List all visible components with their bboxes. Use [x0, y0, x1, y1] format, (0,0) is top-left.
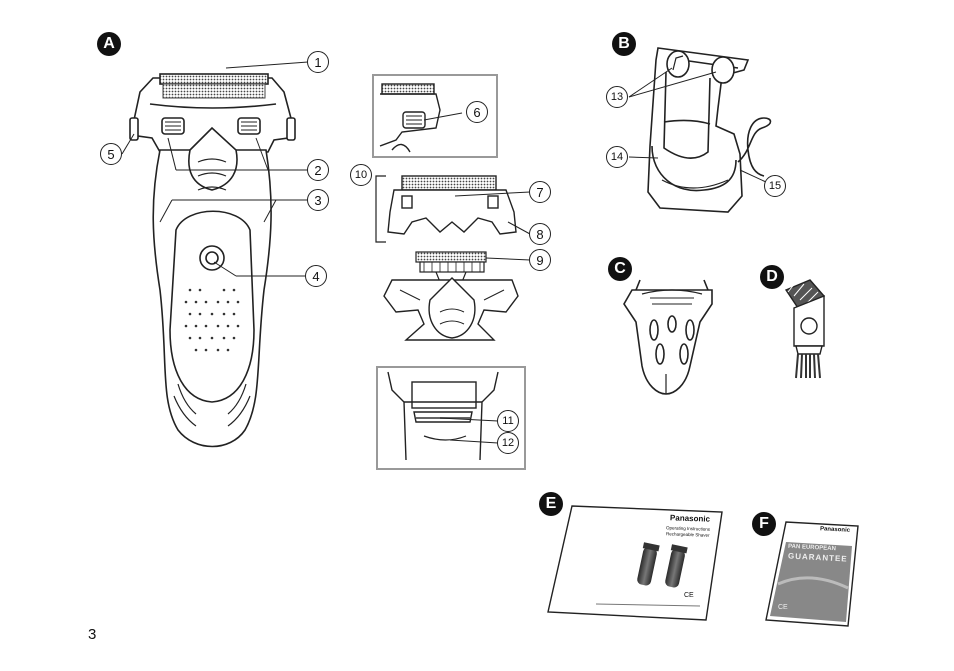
- callout-10: 10: [350, 164, 372, 186]
- callout-6: 6: [466, 101, 488, 123]
- grip-dots: [184, 288, 240, 352]
- shaver-body-top: [383, 277, 519, 341]
- inset-frame-back: [376, 366, 526, 470]
- section-b-badge: B: [612, 32, 636, 56]
- section-c-badge: C: [608, 257, 632, 281]
- guarantee-booklet: [765, 521, 859, 627]
- section-f-badge: F: [752, 512, 776, 536]
- bracket-10: [375, 175, 386, 243]
- callout-15: 15: [764, 175, 786, 197]
- manual-brand: Panasonic: [669, 513, 711, 524]
- outer-foil-frame: [387, 175, 531, 235]
- leader-lines-a: [121, 61, 309, 277]
- callout-13: 13: [606, 86, 628, 108]
- manual-ce-mark: CE: [684, 592, 694, 599]
- callout-5: 5: [100, 143, 122, 165]
- back-detail-drawing: [387, 371, 499, 461]
- section-d-badge: D: [760, 265, 784, 289]
- callout-1: 1: [307, 51, 329, 73]
- manual-booklet: [547, 505, 723, 621]
- head-detail-drawing: [379, 83, 463, 153]
- page-number: 3: [88, 626, 97, 643]
- protective-cap: [623, 279, 713, 395]
- callout-7: 7: [529, 181, 551, 203]
- callout-12: 12: [497, 432, 519, 454]
- shaver-main: [129, 73, 296, 448]
- callout-14: 14: [606, 146, 628, 168]
- outer-foil: [159, 73, 269, 85]
- callout-9: 9: [529, 249, 551, 271]
- callout-11: 11: [497, 410, 519, 432]
- callout-3: 3: [307, 189, 329, 211]
- charging-stand: [628, 47, 772, 213]
- inset-frame-head: [372, 74, 498, 158]
- inner-blade: [415, 251, 531, 283]
- callout-4: 4: [305, 265, 327, 287]
- section-e-badge: E: [539, 492, 563, 516]
- callout-8: 8: [529, 223, 551, 245]
- section-a-badge: A: [97, 32, 121, 56]
- callout-2: 2: [307, 159, 329, 181]
- guarantee-ce-mark: CE: [778, 604, 788, 611]
- cleaning-brush: [784, 279, 826, 379]
